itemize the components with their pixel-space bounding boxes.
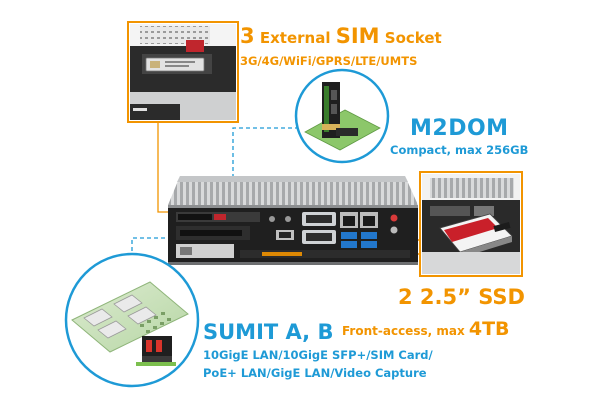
embedded-pc-chassis	[168, 176, 418, 265]
sim-count: 3	[240, 24, 255, 48]
sim-title: 3 External SIM Socket	[240, 24, 442, 48]
m2dom-zoom	[294, 68, 390, 164]
sim-label-big: SIM	[335, 24, 380, 48]
ssd-sub-pre: Front-access, max	[342, 324, 465, 338]
sim-socket-zoom	[127, 21, 239, 123]
sim-label-pre: External	[259, 29, 331, 47]
m2dom-title: M2DOM	[410, 116, 509, 141]
sumit-zoom	[64, 252, 200, 388]
sim-networks: 3G/4G/WiFi/GPRS/LTE/UMTS	[240, 54, 418, 68]
sim-label-post: Socket	[384, 29, 442, 47]
sumit-line-2: PoE+ LAN/GigE LAN/Video Capture	[203, 366, 427, 380]
ssd-subtitle: Front-access, max 4TB	[342, 318, 510, 340]
sumit-line-1: 10GigE LAN/10GigE SFP+/SIM Card/	[203, 348, 433, 362]
m2dom-subtitle: Compact, max 256GB	[390, 143, 529, 157]
ssd-sub-big: 4TB	[468, 318, 510, 340]
ssd-zoom	[419, 171, 523, 277]
sumit-title: SUMIT A, B	[203, 320, 334, 344]
ssd-title: 2 2.5” SSD	[398, 285, 525, 309]
